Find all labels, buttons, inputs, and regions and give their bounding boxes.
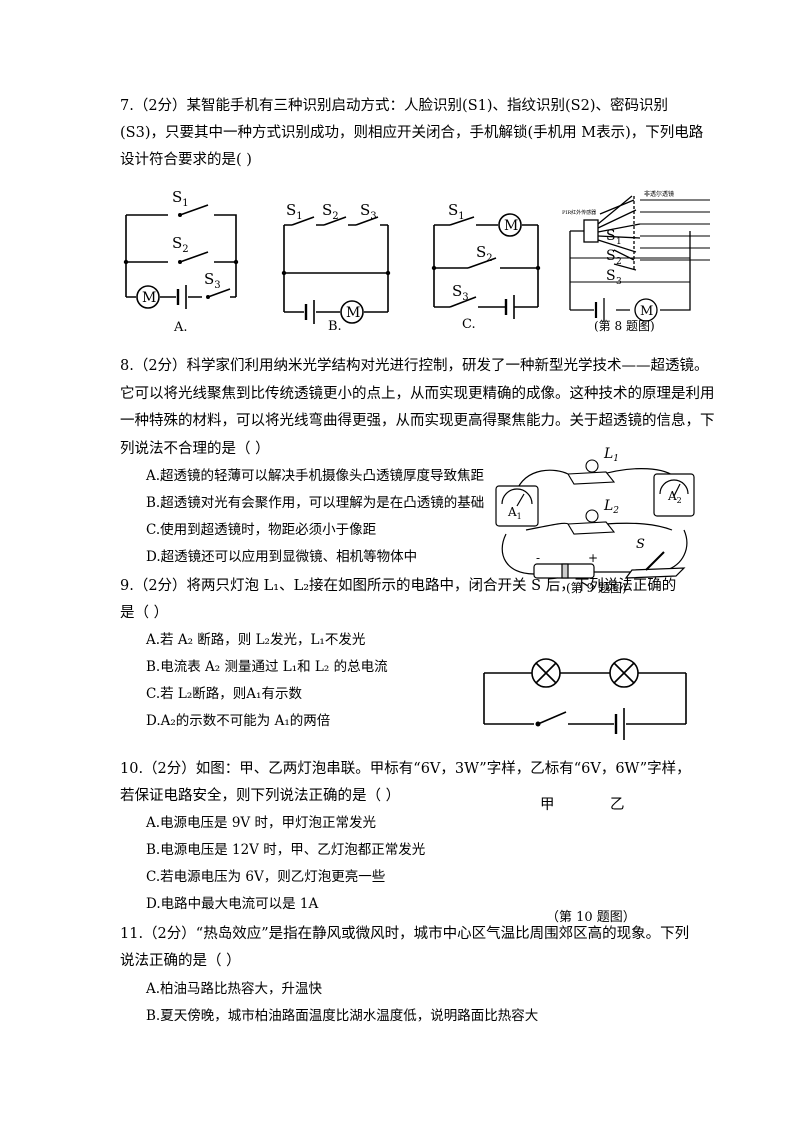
figure-9-caption: (第 9 题图)	[566, 581, 627, 595]
a-s2-sub: 2	[182, 244, 188, 255]
fig9-minus: -	[536, 551, 540, 565]
q11-option-b: B.夏天傍晚，城市柏油路面温度比湖水温度低，说明路面比热容大	[146, 1008, 539, 1024]
q10-line2: 若保证电路安全，则下列说法正确的是（ ）	[120, 788, 401, 804]
fig9-a1-sub: 1	[517, 512, 522, 521]
c-s1-label: S	[448, 201, 458, 219]
q10-option-c: C.若电源电压为 6V，则乙灯泡更亮一些	[146, 869, 386, 885]
q11-line1: 11.（2分）“热岛效应”是指在静风或微风时，城市中心区气温比周围郊区高的现象。…	[120, 926, 690, 942]
q9-line2: 是（ ）	[120, 605, 169, 621]
svg-text:S2: S2	[322, 201, 339, 222]
svg-text:S1: S1	[172, 188, 189, 209]
q8-option-d: D.超透镜还可以应用到显微镜、相机等物体中	[146, 549, 418, 565]
svg-text:S: S	[606, 228, 616, 244]
svg-text:S2: S2	[172, 234, 189, 255]
q8-option-b: B.超透镜对光有会聚作用，可以理解为是在凸透镜的基础	[146, 495, 485, 511]
q10-option-d: D.电路中最大电流可以是 1A	[146, 896, 319, 912]
svg-text:S: S	[606, 268, 616, 284]
a-motor-label: M	[142, 290, 156, 306]
q11-option-a: A.柏油马路比热容大，升温快	[146, 981, 323, 997]
c-s1-sub: 1	[458, 211, 464, 222]
svg-text:S3: S3	[204, 270, 221, 291]
circuit-b-label: B.	[328, 319, 342, 334]
svg-text:2: 2	[616, 257, 622, 267]
a-s2-label: S	[172, 234, 182, 252]
q11-line2: 说法正确的是（ ）	[120, 953, 241, 969]
q10-option-a: A.电源电压是 9V 时，甲灯泡正常发光	[146, 815, 376, 831]
q10-line1: 10.（2分）如图：甲、乙两灯泡串联。甲标有“6V，3W”字样，乙标有“6V，6…	[120, 761, 691, 777]
q8-option-c: C.使用到超透镜时，物距必须小于像距	[146, 522, 377, 538]
c-motor-label: M	[504, 218, 518, 234]
fig9-plus: +	[588, 551, 598, 565]
fig10-yi-label: 乙	[610, 797, 625, 813]
q8-option-a: A.超透镜的轻薄可以解决手机摄像头凸透镜厚度导致焦距	[146, 468, 485, 484]
q9-option-a: A.若 A₂ 断路，则 L₂发光，L₁不发光	[146, 632, 366, 648]
q8-line2: 它可以将光线聚焦到比传统透镜更小的点上，从而实现更精确的成像。这种技术的原理是利…	[120, 386, 715, 402]
svg-text:PIR红外传感器: PIR红外传感器	[562, 209, 596, 216]
fig9-s-label: S	[636, 537, 645, 552]
q8-line1: 8.（2分）科学家们利用纳米光学结构对光进行控制，研发了一种新型光学技术——超透…	[120, 358, 709, 374]
svg-text:M: M	[640, 304, 653, 319]
q7-line1: 7.（2分）某智能手机有三种识别启动方式：人脸识别(S1)、指纹识别(S2)、密…	[120, 98, 669, 114]
q8-line3: 一种特殊的材料，可以将光线弯曲得更强，从而实现更高得聚焦能力。关于超透镜的信息，…	[120, 413, 715, 429]
fig9-l2-label: L	[603, 498, 613, 514]
svg-text:A1: A1	[507, 505, 522, 521]
svg-text:3: 3	[616, 277, 622, 287]
q7-line2: (S3)，只要其中一种方式识别成功，则相应开关闭合，手机解锁(手机用 M表示)，…	[120, 125, 704, 141]
c-s3-label: S	[452, 282, 462, 300]
b-s3-label: S	[360, 201, 370, 219]
q9-option-c: C.若 L₂断路，则A₁有示数	[146, 686, 302, 702]
b-s2-label: S	[322, 201, 332, 219]
c-s3-sub: 3	[462, 292, 468, 303]
q9-option-b: B.电流表 A₂ 测量通过 L₁和 L₂ 的总电流	[146, 659, 388, 675]
fig9-a1-label: A	[507, 505, 517, 519]
svg-text:L2: L2	[603, 498, 619, 516]
fig9-l1-sub: 1	[613, 454, 619, 464]
fig9-a2-label: A	[667, 489, 677, 503]
svg-text:L1: L1	[603, 446, 619, 464]
fig9-a2-sub: 2	[677, 496, 682, 505]
c-s2-sub: 2	[486, 253, 492, 264]
figure-9-circuit: L1 L2 A1 A2 S - + (第 9 题图)	[494, 446, 698, 595]
svg-text:S3: S3	[452, 282, 469, 303]
a-s3-sub: 3	[214, 280, 220, 291]
svg-text:1: 1	[616, 237, 622, 247]
svg-text:S2: S2	[476, 243, 493, 264]
q7-line3: 设计符合要求的是( )	[120, 152, 252, 168]
svg-text:A2: A2	[667, 489, 682, 505]
a-s1-sub: 1	[182, 198, 188, 209]
fig9-l2-sub: 2	[612, 506, 619, 516]
svg-text:S3: S3	[360, 201, 377, 222]
q8-line4: 列说法不合理的是（ ）	[120, 441, 270, 457]
figure-10-caption: （第 10 题图）	[546, 910, 636, 925]
svg-text:S1: S1	[448, 201, 465, 222]
svg-text:非透尔透镜: 非透尔透镜	[644, 190, 674, 198]
circuit-c-label: C.	[462, 317, 476, 332]
fig9-l1-label: L	[603, 446, 613, 462]
q10-option-b: B.电源电压是 12V 时，甲、乙灯泡都正常发光	[146, 842, 426, 858]
a-s1-label: S	[172, 188, 182, 206]
b-s2-sub: 2	[332, 211, 338, 222]
figure-10-circuit	[483, 658, 687, 740]
fig10-jia-label: 甲	[540, 797, 555, 813]
b-s1-label: S	[286, 201, 296, 219]
svg-text:S: S	[606, 248, 616, 264]
svg-text:S1: S1	[286, 201, 303, 222]
c-s2-label: S	[476, 243, 486, 261]
circuit-b-figure: S1 S2 S3 M B.	[281, 201, 391, 334]
circuit-c-figure: S1 S2 S3 M C.	[431, 201, 541, 332]
q9-line1: 9.（2分）将两只灯泡 L₁、L₂接在如图所示的电路中，闭合开关 S 后，下列说…	[120, 578, 677, 594]
b-s3-sub: 3	[370, 211, 376, 222]
circuit-a-figure: S1 S2 S3 M A.	[123, 188, 239, 335]
b-motor-label: M	[346, 305, 360, 321]
q9-option-d: D.A₂的示数不可能为 A₁的两倍	[146, 713, 331, 729]
circuit-a-label: A.	[173, 320, 188, 335]
figure-8-caption: (第 8 题图)	[594, 319, 655, 332]
b-s1-sub: 1	[296, 211, 302, 222]
a-s3-label: S	[204, 270, 214, 288]
